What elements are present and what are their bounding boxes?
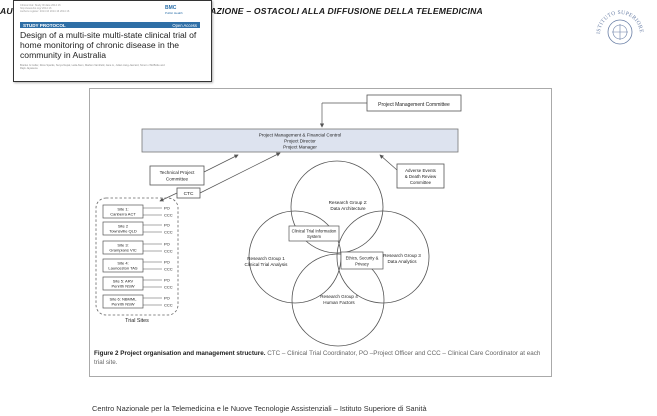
pm-committee-label: Project Management Committee [378, 102, 450, 108]
svg-text:Penrith NSW: Penrith NSW [111, 284, 134, 289]
technical-committee-box [149, 165, 205, 186]
page-header-title: AUDIZIONE PARLAMENTARE PER LA SEMPLIFICA… [0, 6, 483, 16]
site-5: Site 5: ARV Penrith NSW PO CCC [102, 276, 173, 291]
svg-text:ISTITUTO SUPERIORE DI SANITÀ: ISTITUTO SUPERIORE DI SANITÀ [590, 0, 644, 35]
tech-committee-line-1: Technical Project [160, 170, 195, 175]
svg-text:Site 1:: Site 1: [117, 207, 128, 212]
caption-title: Project organisation and management stru… [120, 350, 266, 357]
figure-frame: Project Management Committee Project Man… [89, 88, 552, 377]
svg-text:PO: PO [164, 206, 170, 211]
control-line-2: Project Director [284, 139, 316, 144]
svg-text:Penrith NSW: Penrith NSW [111, 302, 134, 307]
site-3: Site 3: Grampians VIC PO CCC [102, 240, 173, 255]
adverse-line-1: Adverse Events [405, 168, 437, 173]
trial-sites-container [95, 197, 179, 316]
iss-seal-logo: ISTITUTO SUPERIORE DI SANITÀ [590, 0, 644, 45]
seal-lettering: ISTITUTO SUPERIORE DI SANITÀ [590, 0, 644, 35]
svg-text:Canberra ACT: Canberra ACT [110, 212, 136, 217]
page-footer: Centro Nazionale per la Telemedicina e l… [92, 404, 427, 413]
svg-text:Site 6: NBMML: Site 6: NBMML [110, 297, 138, 302]
svg-text:PO: PO [164, 242, 170, 247]
svg-text:Site 4:: Site 4: [117, 261, 128, 266]
cti-line-1: Clinical Trial Information [292, 229, 337, 234]
svg-text:PO: PO [164, 296, 170, 301]
svg-text:PO: PO [164, 278, 170, 283]
svg-text:Townsville QLD: Townsville QLD [109, 229, 137, 234]
svg-text:PO: PO [164, 223, 170, 228]
svg-text:CCC: CCC [164, 249, 173, 254]
group-2-line-2: Data Architecture [330, 206, 366, 211]
adverse-line-2: & Death Review [405, 174, 437, 179]
cti-line-2: System [307, 234, 321, 239]
svg-text:Site 2: Site 2 [118, 224, 129, 229]
svg-text:PO: PO [164, 260, 170, 265]
group-1-line-2: Clinical Trial Analysis [245, 262, 289, 267]
caption-label: Figure 2 [94, 350, 119, 357]
svg-text:CCC: CCC [164, 267, 173, 272]
trial-sites-label: Trial Sites [125, 318, 149, 324]
project-control-box [141, 128, 459, 153]
cti-system-box [288, 225, 340, 242]
group-4-line-1: Research Group 4 [320, 294, 358, 299]
site-1: Site 1: Canberra ACT PO CCC [102, 204, 173, 219]
svg-text:Launceston TAS: Launceston TAS [108, 266, 138, 271]
paper-thumbnail: Clinical trial: Study ID date 2014 16 ht… [13, 0, 212, 82]
group-1-line-1: Research Group 1 [247, 256, 285, 261]
site-6: Site 6: NBMML Penrith NSW PO CCC [102, 294, 173, 309]
control-line-3: Project Manager [283, 145, 317, 150]
ethics-line-1: Ethics, Security & [346, 256, 379, 261]
paper-meta: Clinical trial: Study ID date 2014 16 ht… [20, 4, 70, 14]
site-2: Site 2 Townsville QLD PO CCC [102, 221, 173, 236]
figure-caption: Figure 2 Project organisation and manage… [94, 350, 544, 367]
adverse-events-box [396, 163, 445, 189]
research-group-3-circle [336, 210, 430, 304]
paper-section-label: STUDY PROTOCOL [23, 22, 66, 28]
research-group-4-circle [291, 253, 385, 347]
ctc-label: CTC [184, 191, 194, 197]
svg-text:Grampians VIC: Grampians VIC [109, 248, 136, 253]
org-structure-diagram: Project Management Committee Project Man… [95, 94, 462, 347]
group-4-line-2: Human Factors [323, 300, 355, 305]
tech-committee-line-2: Committee [166, 177, 189, 182]
svg-text:Site 3:: Site 3: [117, 243, 128, 248]
paper-authors: Branko G Celler, Ross Sparks, Surya Nepa… [20, 64, 165, 71]
svg-text:CCC: CCC [164, 230, 173, 235]
svg-text:CCC: CCC [164, 303, 173, 308]
group-2-line-1: Research Group 2: [329, 200, 368, 205]
ethics-box [340, 251, 384, 270]
adverse-line-3: Committee [410, 180, 432, 185]
bmc-logo: BMC Public Health [165, 5, 183, 15]
group-3-line-1: Research Group 3 [383, 253, 421, 258]
caption-text: CTC – Clinical Trial Coordinator, PO –Pr… [94, 350, 541, 366]
paper-section-band: STUDY PROTOCOL Open Access [20, 22, 200, 28]
ethics-line-2: Privacy [355, 262, 370, 267]
svg-text:CCC: CCC [164, 213, 173, 218]
svg-text:Site 5: ARV: Site 5: ARV [113, 279, 134, 284]
svg-text:CCC: CCC [164, 285, 173, 290]
group-3-line-2: Data Analytics [387, 259, 417, 264]
open-access-label: Open Access [172, 22, 197, 28]
control-line-1: Project Management & Financial Control [259, 133, 341, 138]
site-4: Site 4: Launceston TAS PO CCC [102, 258, 173, 273]
paper-title: Design of a multi-site multi-state clini… [20, 30, 197, 61]
